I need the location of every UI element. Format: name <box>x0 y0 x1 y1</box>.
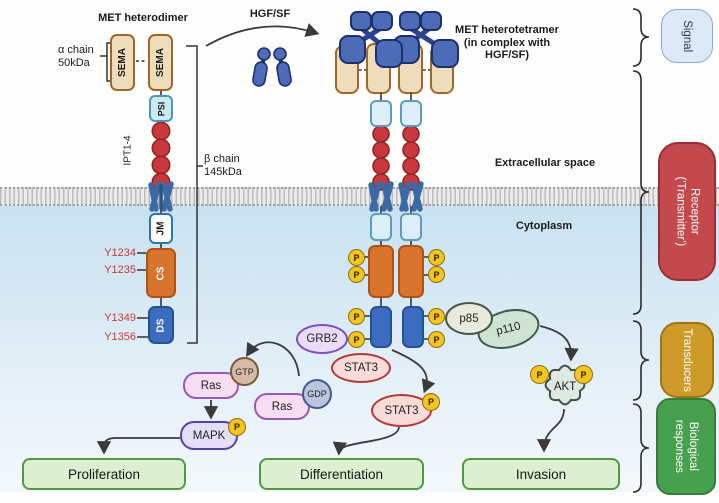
gtp-icon: GTP <box>230 357 259 386</box>
p85-label: p85 <box>459 312 479 325</box>
tetramer-cs-box-a <box>368 245 394 298</box>
alpha-chain-label: α chain 50kDa <box>58 44 104 70</box>
proliferation-box: Proliferation <box>22 458 186 490</box>
hgf-sf-ligand <box>252 47 292 87</box>
receptor-category-line2: ('Transmitter') <box>674 176 686 247</box>
signal-category-label: Signal <box>681 20 694 52</box>
ras-label: Ras <box>200 379 222 392</box>
heterotetramer-line3: HGF/SF) <box>485 49 529 62</box>
heterotetramer-line1: MET heterotetramer <box>455 24 559 36</box>
plasma-membrane <box>0 187 719 206</box>
phosphate-icon: P <box>422 393 440 411</box>
phosphate-icon: P <box>348 308 365 325</box>
site-y1356: Y1356 <box>104 331 136 343</box>
tetramer-psi-box-b <box>400 100 422 127</box>
receptor-category-box: Receptor ('Transmitter') <box>658 142 716 281</box>
cs-label: CS <box>155 266 167 280</box>
phosphate-icon: P <box>428 266 445 283</box>
tetramer-jm-box-a <box>370 213 392 241</box>
stat3-phospho-molecule: STAT3 <box>371 394 432 427</box>
phosphate-icon: P <box>574 365 593 384</box>
invasion-label: Invasion <box>515 466 567 482</box>
ipt-label-wrap: IPT1-4 <box>121 124 135 176</box>
ras-gtp-molecule: Ras <box>183 372 239 399</box>
sema-domain-box-2: SEMA <box>148 34 173 91</box>
phosphate-icon: P <box>530 365 549 384</box>
sema-domain-box-1: SEMA <box>110 34 135 91</box>
phosphate-icon: P <box>428 249 445 266</box>
biological-category-line1: Biological <box>687 421 700 472</box>
receptor-category-line1: Receptor <box>688 188 701 235</box>
monomer-ipt-circles <box>151 121 171 192</box>
hgf-binding-arrow <box>205 23 320 47</box>
phosphate-icon: P <box>428 308 445 325</box>
cytoplasm-label: Cytoplasm <box>515 220 573 232</box>
jm-domain-box: JM <box>149 213 173 244</box>
biological-category-line2: responses <box>673 419 685 474</box>
differentiation-label: Differentiation <box>299 466 384 482</box>
met-heterotetramer-title: MET heterotetramer (in complex with HGF/… <box>432 24 582 62</box>
grb2-molecule: GRB2 <box>296 324 348 354</box>
stat3-label: STAT3 <box>343 362 379 374</box>
beta-chain-line1: β chain <box>204 153 240 165</box>
phosphate-icon: P <box>348 331 365 348</box>
differentiation-box: Differentiation <box>259 458 424 490</box>
tetramer-ipt-circles <box>372 125 420 191</box>
ds-label: DS <box>155 318 167 332</box>
site-y1235: Y1235 <box>104 264 136 276</box>
tetramer-jm-box-b <box>400 213 422 241</box>
psi-domain-box: PSI <box>149 95 173 122</box>
beta-chain-line2: 145kDa <box>204 166 242 179</box>
signal-category-box: Signal <box>661 9 713 63</box>
p110-label: p110 <box>495 320 522 338</box>
tetramer-cs-box-b <box>398 245 424 298</box>
phosphate-icon: P <box>348 249 365 266</box>
alpha-chain-line1: α chain <box>58 44 94 56</box>
ds-domain-box: DS <box>148 306 174 344</box>
site-y1234: Y1234 <box>104 247 136 259</box>
site-y1349: Y1349 <box>104 312 136 324</box>
phosphate-icon: P <box>228 418 246 436</box>
invasion-box: Invasion <box>462 458 620 490</box>
beta-chain-label: β chain 145kDa <box>204 153 254 179</box>
hgf-sf-title: HGF/SF <box>249 8 291 20</box>
transducers-category-label: Transducers <box>681 328 694 392</box>
grb2-label: GRB2 <box>306 333 338 345</box>
phosphate-icon: P <box>428 331 445 348</box>
heterotetramer-line2: (in complex with <box>463 36 551 49</box>
ras-label: Ras <box>271 400 293 413</box>
jm-label: JM <box>155 221 167 236</box>
tetramer-ds-box-b <box>402 306 424 348</box>
proliferation-label: Proliferation <box>67 466 141 482</box>
stat3-molecule: STAT3 <box>331 353 391 383</box>
extracellular-space-label: Extracellular space <box>494 157 596 169</box>
transducers-category-box: Transducers <box>660 322 714 398</box>
phosphate-icon: P <box>348 266 365 283</box>
psi-label: PSI <box>155 101 166 116</box>
met-heterodimer-title: MET heterodimer <box>98 12 188 24</box>
p85-molecule: p85 <box>445 302 493 335</box>
ipt-label: IPT1-4 <box>122 134 134 166</box>
sema-label-1: SEMA <box>117 48 128 77</box>
stat3-p-label: STAT3 <box>384 404 419 417</box>
biological-responses-category-box: Biological responses <box>656 398 716 495</box>
gdp-icon: GDP <box>302 379 332 409</box>
tetramer-ds-box-a <box>370 306 392 348</box>
tetramer-psi-box-a <box>370 100 392 127</box>
sema-label-2: SEMA <box>155 48 166 77</box>
cs-domain-box: CS <box>146 248 176 298</box>
mapk-label: MAPK <box>192 429 226 442</box>
alpha-chain-line2: 50kDa <box>58 57 90 70</box>
